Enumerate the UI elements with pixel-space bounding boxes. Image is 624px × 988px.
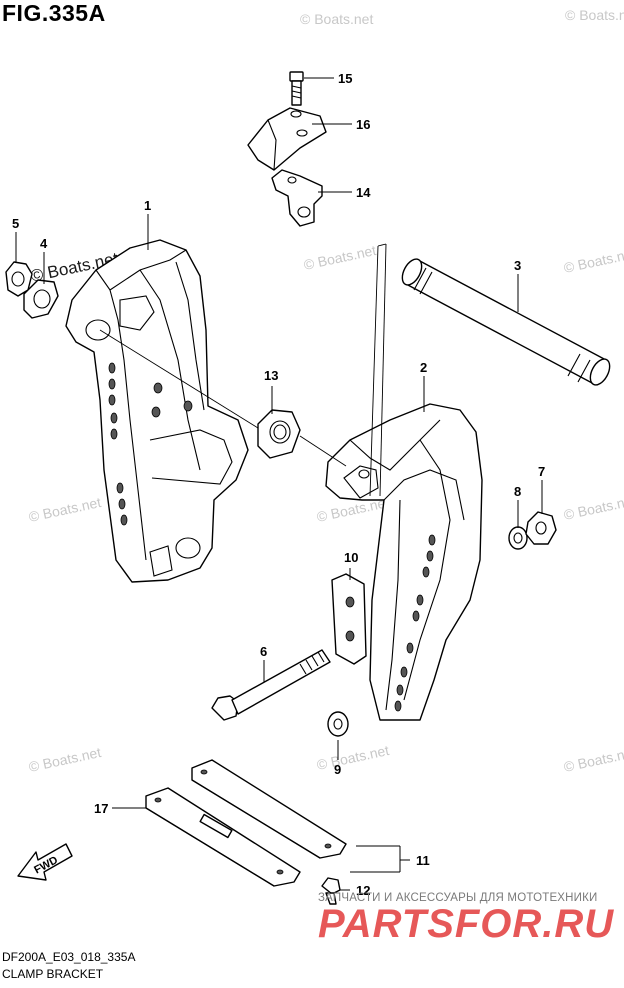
callout-10: 10: [344, 550, 358, 565]
watermark: © Boats.net: [562, 744, 624, 775]
fwd-arrow-icon: FWD: [17, 843, 73, 881]
watermark: © Boats.net: [565, 7, 624, 23]
figure-caption: CLAMP BRACKET: [2, 967, 104, 981]
watermark: © Boats.net: [562, 245, 624, 276]
callout-16: 16: [356, 117, 370, 132]
callout-9: 9: [334, 762, 341, 777]
watermark: © Boats.net: [315, 742, 390, 773]
callout-13: 13: [264, 368, 278, 383]
callout-8: 8: [514, 484, 521, 499]
part-3-tilt-tube[interactable]: [398, 256, 613, 388]
callout-17: 17: [94, 801, 108, 816]
callout-5: 5: [12, 216, 19, 231]
part-14-plate[interactable]: [271, 169, 323, 227]
part-11-plate[interactable]: [191, 759, 347, 859]
part-8-washer[interactable]: [508, 526, 528, 550]
part-10-spacer[interactable]: [331, 573, 367, 665]
callout-11: 11: [416, 853, 430, 868]
part-15-bolt[interactable]: [289, 71, 304, 106]
figure-title: FIG.335A: [2, 0, 106, 26]
watermark: © Boats.net: [562, 492, 624, 523]
watermark: © Boats.net: [300, 11, 373, 27]
assembly-lines: [99, 243, 387, 497]
part-9-washer[interactable]: [327, 711, 349, 737]
branding-subtitle: ЗАПЧАСТИ И АКСЕССУАРЫ ДЛЯ МОТОТЕХНИКИ: [318, 892, 598, 904]
callout-1: 1: [144, 198, 151, 213]
watermark: © Boats.net: [27, 494, 102, 525]
callout-2: 2: [420, 360, 427, 375]
callout-numbers: 15 16 14 5 4 1 3 13 2 8 7 10 6 9 17 11 1…: [12, 71, 545, 898]
leader-lines: [15, 77, 543, 891]
part-12-screw[interactable]: [321, 877, 341, 905]
part-13-bushing[interactable]: [257, 409, 301, 459]
watermark: © Boats.net: [27, 744, 102, 775]
callout-6: 6: [260, 644, 267, 659]
part-1-adjust-holes: [108, 362, 193, 526]
part-7-nut[interactable]: [525, 511, 557, 545]
branding-logo: PARTSFOR.RU: [318, 902, 615, 946]
callout-15: 15: [338, 71, 352, 86]
part-1-clamp-bracket[interactable]: [65, 239, 249, 583]
part-6-bolt[interactable]: [211, 649, 331, 721]
part-2-adjust-holes: [394, 534, 436, 712]
callout-14: 14: [356, 185, 371, 200]
figure-code: DF200A_E03_018_335A: [2, 950, 136, 964]
callout-4: 4: [40, 236, 48, 251]
part-4-washer[interactable]: [23, 279, 59, 319]
watermark: © Boats.net: [302, 242, 377, 273]
callout-3: 3: [514, 258, 521, 273]
part-16-cover[interactable]: [247, 107, 327, 171]
part-2-clamp-bracket[interactable]: [325, 403, 483, 721]
part-5-nut[interactable]: [5, 261, 33, 297]
callout-7: 7: [538, 464, 545, 479]
callout-12: 12: [356, 883, 370, 898]
